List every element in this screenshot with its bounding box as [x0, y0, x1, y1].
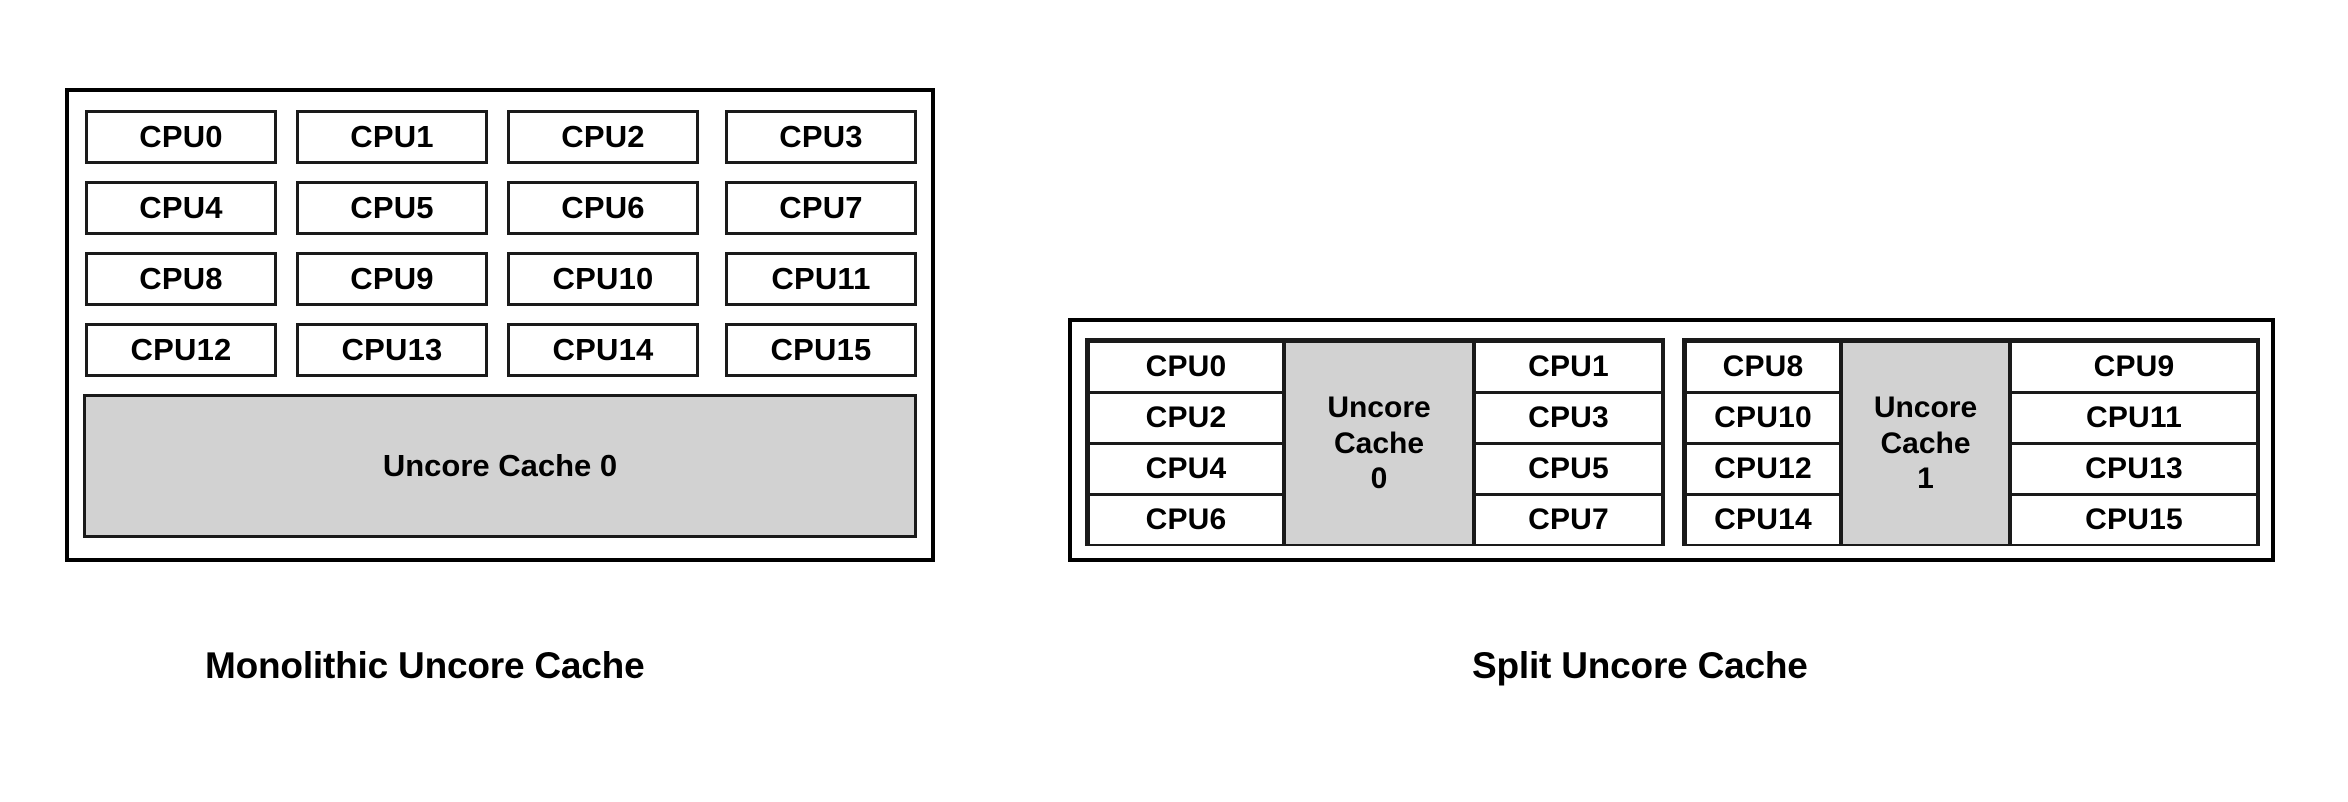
cpu-box: CPU3	[725, 110, 917, 164]
monolithic-caption: Monolithic Uncore Cache	[205, 645, 645, 686]
cpu-box: CPU10	[1685, 392, 1841, 444]
cpu-box: CPU10	[507, 252, 699, 306]
cpu-box: CPU11	[725, 252, 917, 306]
cpu-box: CPU15	[725, 323, 917, 377]
cpu-box: CPU5	[296, 181, 488, 235]
cpu-box: CPU7	[1474, 494, 1663, 546]
cpu-box: CPU5	[1474, 443, 1663, 495]
split-caption: Split Uncore Cache	[1472, 645, 1808, 686]
cpu-box: CPU13	[2010, 443, 2258, 495]
cpu-box: CPU2	[1088, 392, 1284, 444]
cpu-box: CPU9	[296, 252, 488, 306]
cpu-box: CPU0	[85, 110, 277, 164]
uncore-cache-block: Uncore Cache 1	[1841, 341, 2010, 546]
cpu-box: CPU4	[85, 181, 277, 235]
cpu-box: CPU13	[296, 323, 488, 377]
cpu-box: CPU11	[2010, 392, 2258, 444]
cpu-box: CPU9	[2010, 341, 2258, 393]
cpu-box: CPU12	[1685, 443, 1841, 495]
cpu-box: CPU8	[1685, 341, 1841, 393]
cpu-box: CPU14	[1685, 494, 1841, 546]
cpu-box: CPU2	[507, 110, 699, 164]
cpu-box: CPU6	[1088, 494, 1284, 546]
cpu-box: CPU1	[296, 110, 488, 164]
uncore-cache-label-line3: 1	[1917, 462, 1934, 496]
cpu-box: CPU7	[725, 181, 917, 235]
uncore-cache-label-line2: Cache	[1880, 426, 1971, 460]
uncore-cache-label-line1: Uncore	[1327, 391, 1431, 425]
cpu-box: CPU4	[1088, 443, 1284, 495]
cpu-box: CPU14	[507, 323, 699, 377]
uncore-cache-label-line2: Cache	[1333, 426, 1425, 460]
cpu-box: CPU0	[1088, 341, 1284, 393]
cpu-box: CPU8	[85, 252, 277, 306]
cpu-box: CPU1	[1474, 341, 1663, 393]
uncore-cache-block: Uncore Cache 0	[83, 394, 917, 538]
cpu-box: CPU12	[85, 323, 277, 377]
cpu-box: CPU3	[1474, 392, 1663, 444]
uncore-cache-label-line3: 0	[1370, 462, 1388, 496]
cpu-box: CPU15	[2010, 494, 2258, 546]
cpu-box: CPU6	[507, 181, 699, 235]
uncore-cache-label-line1: Uncore	[1873, 391, 1978, 425]
uncore-cache-block: Uncore Cache 0	[1284, 341, 1474, 546]
